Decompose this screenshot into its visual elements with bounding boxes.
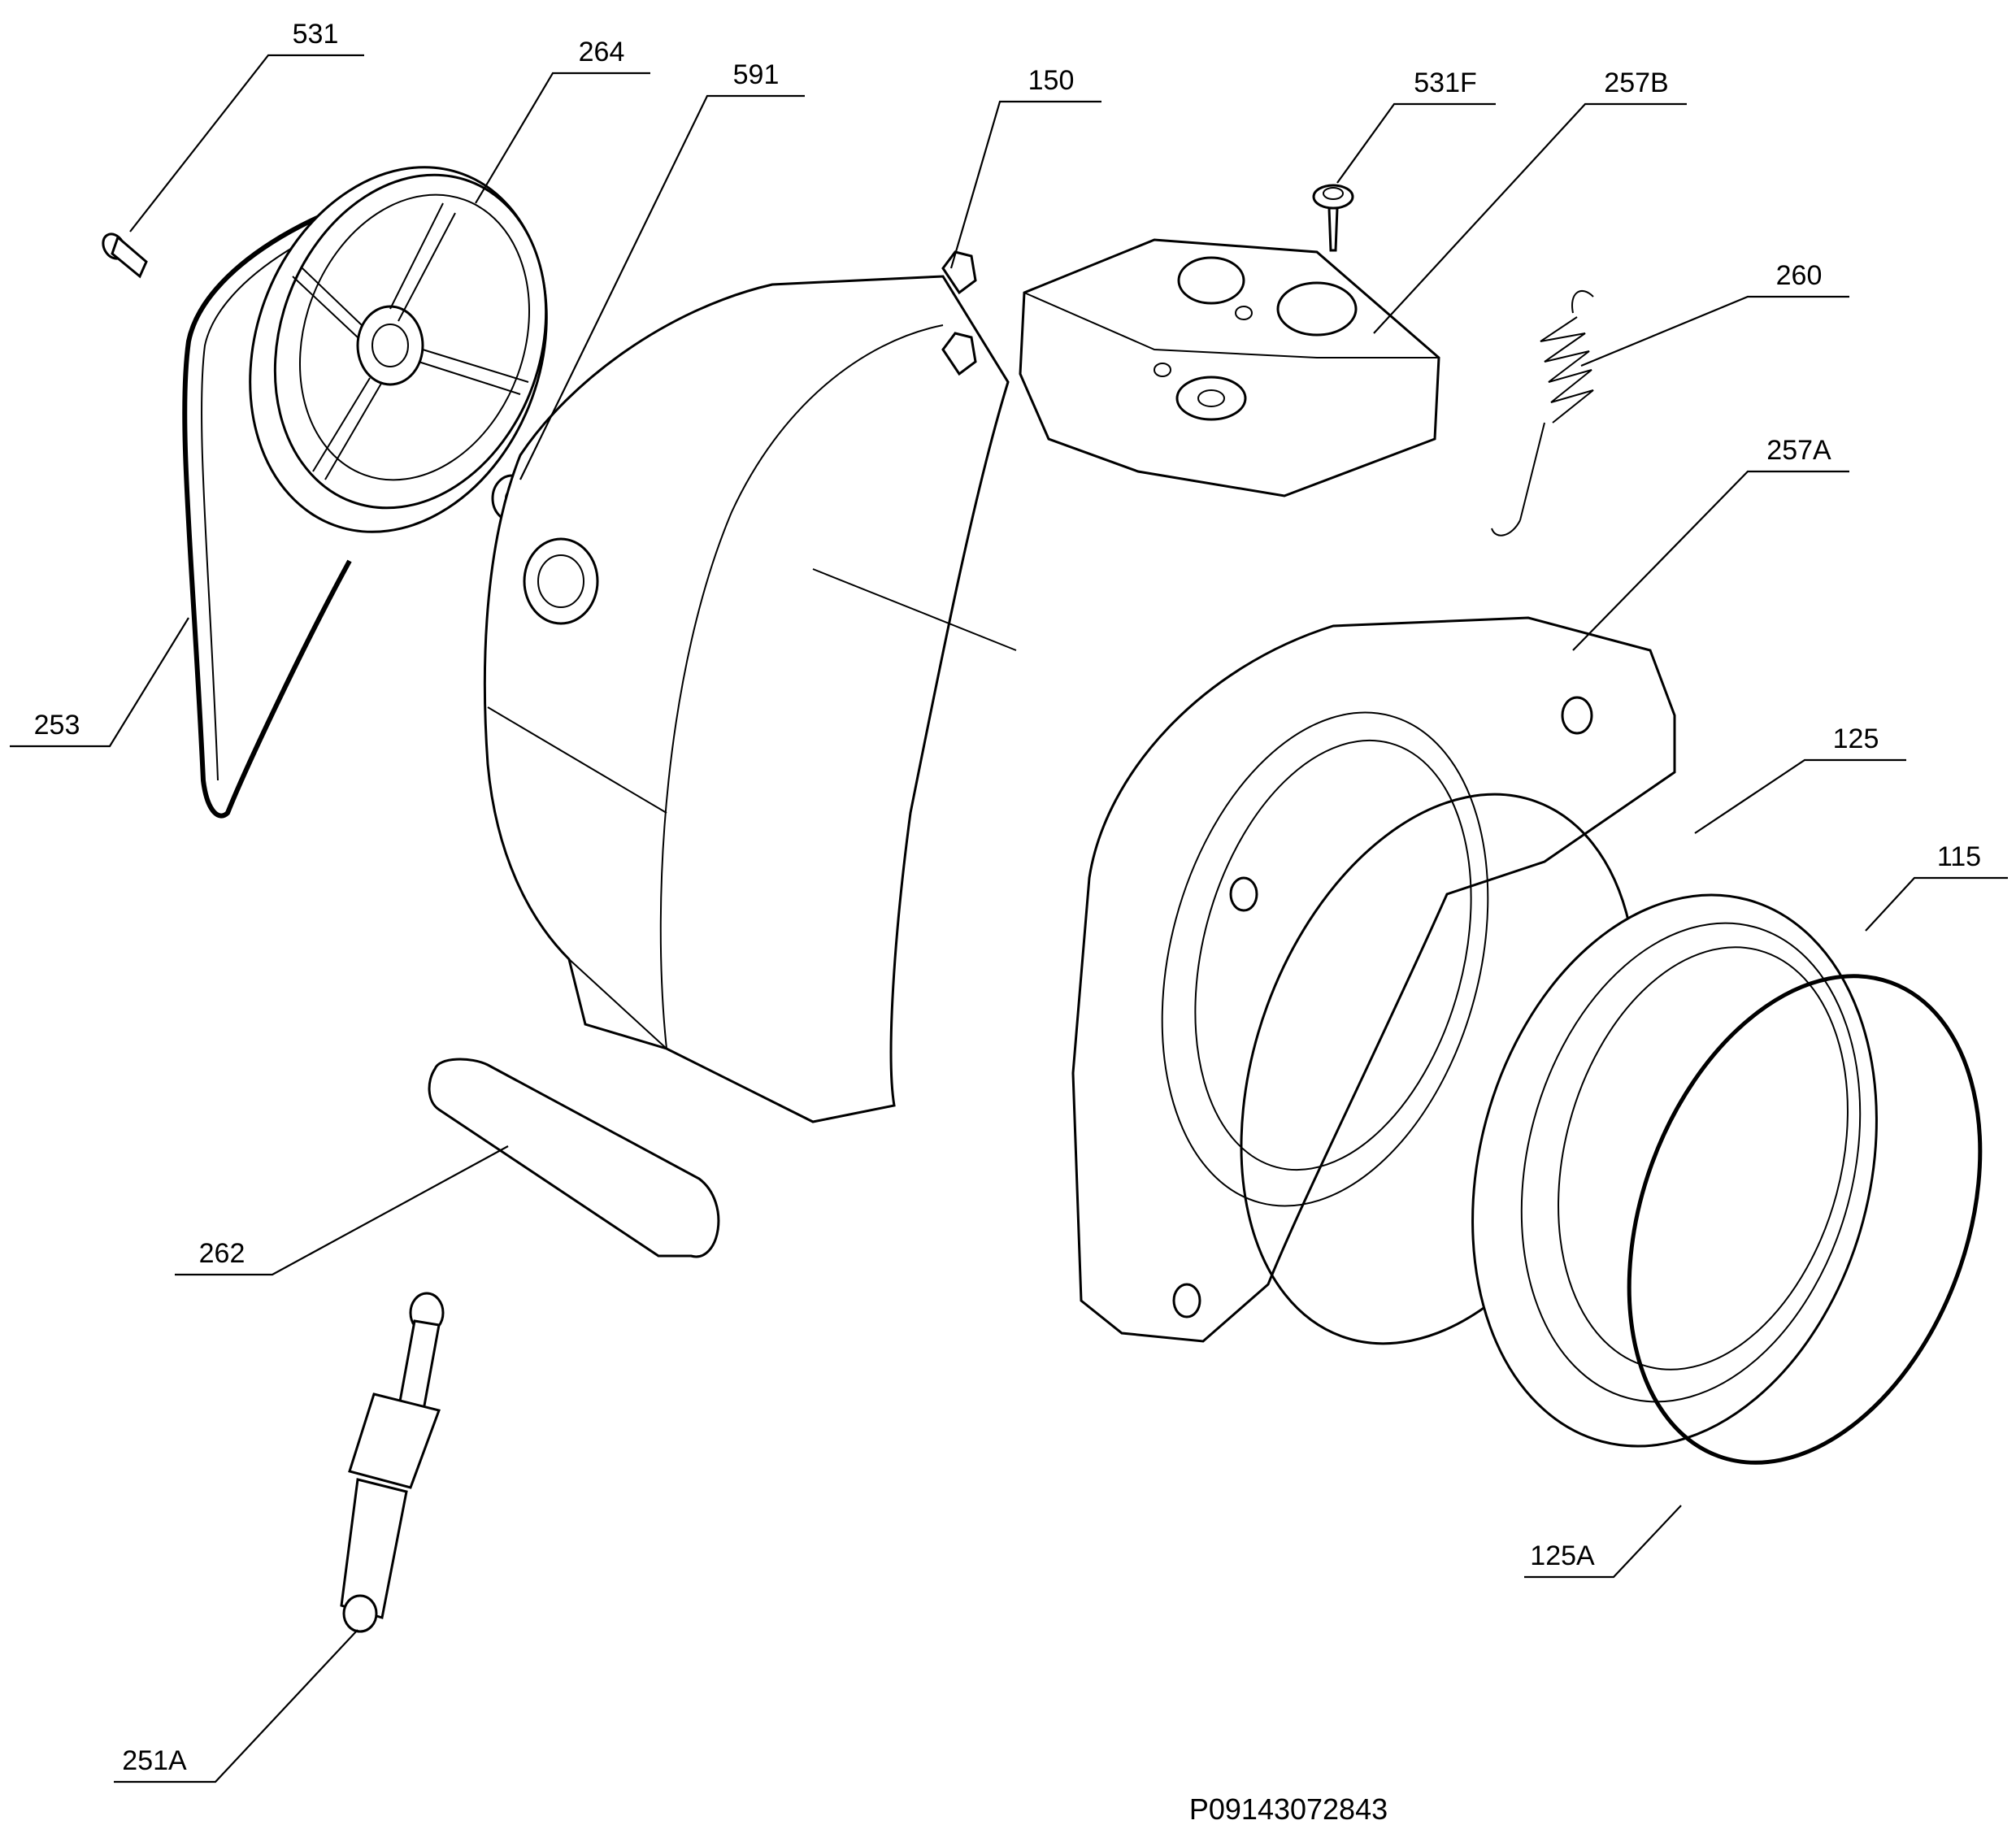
callout-531F-leader <box>1336 102 1496 184</box>
counterweight-top-illustration <box>1019 238 1440 497</box>
callout-260-leader <box>1580 295 1849 367</box>
callout-262-leader <box>175 1145 509 1276</box>
callout-264-label: 264 <box>579 37 625 67</box>
callout-115: 115 <box>1865 841 2008 932</box>
callout-251A: 251A <box>114 1629 358 1783</box>
callout-257A-leader <box>1572 470 1849 651</box>
callout-531F: 531F <box>1336 67 1496 184</box>
callout-257B-leader <box>1373 102 1687 334</box>
callout-150: 150 <box>949 65 1101 269</box>
heater-cover-illustration <box>428 1058 720 1258</box>
shock-absorber-illustration <box>340 1292 445 1633</box>
callout-253: 253 <box>10 617 189 748</box>
callout-251A-label: 251A <box>122 1745 187 1776</box>
tub-front-half-illustration <box>1471 893 1878 1448</box>
callouts: 531 264 591 150 531F 257B 260 257A <box>10 19 2008 1783</box>
callout-253-leader <box>10 617 189 748</box>
callout-150-label: 150 <box>1028 65 1075 96</box>
callout-257B-label: 257B <box>1604 67 1668 98</box>
callout-125-label: 125 <box>1833 723 1879 754</box>
callout-115-leader <box>1865 876 2008 932</box>
callout-262: 262 <box>175 1145 509 1276</box>
callout-125A-leader <box>1524 1505 1682 1579</box>
callout-125A: 125A <box>1524 1505 1682 1579</box>
callout-257A-label: 257A <box>1766 435 1831 466</box>
callout-591-leader <box>519 94 805 480</box>
drawing-code: P09143072843 <box>1189 1792 1388 1826</box>
callout-260: 260 <box>1580 260 1849 367</box>
clamp-ring-illustration <box>1627 974 1983 1465</box>
callout-150-leader <box>949 100 1101 269</box>
callout-531F-label: 531F <box>1414 67 1477 98</box>
screw-illustration <box>1312 184 1354 252</box>
drum-pulley-illustration <box>249 166 548 533</box>
callout-531: 531 <box>129 19 364 232</box>
callout-251A-leader <box>114 1629 358 1783</box>
bolt-illustration <box>102 232 148 279</box>
callout-125A-label: 125A <box>1530 1540 1595 1571</box>
callout-264: 264 <box>475 37 650 204</box>
callout-531-leader <box>129 54 364 232</box>
callout-257B: 257B <box>1373 67 1687 334</box>
callout-125: 125 <box>1694 723 1906 834</box>
tub-rear-half-illustration <box>483 250 1017 1123</box>
callout-260-label: 260 <box>1776 260 1823 291</box>
callout-591-label: 591 <box>733 59 780 90</box>
callout-264-leader <box>475 72 650 204</box>
callout-115-label: 115 <box>1937 841 1981 872</box>
suspension-spring-illustration <box>1491 289 1594 537</box>
callout-591: 591 <box>519 59 805 480</box>
callout-253-label: 253 <box>34 710 80 741</box>
callout-125-leader <box>1694 758 1906 834</box>
callout-262-label: 262 <box>199 1238 245 1269</box>
callout-257A: 257A <box>1572 435 1849 651</box>
callout-531-label: 531 <box>293 19 339 50</box>
